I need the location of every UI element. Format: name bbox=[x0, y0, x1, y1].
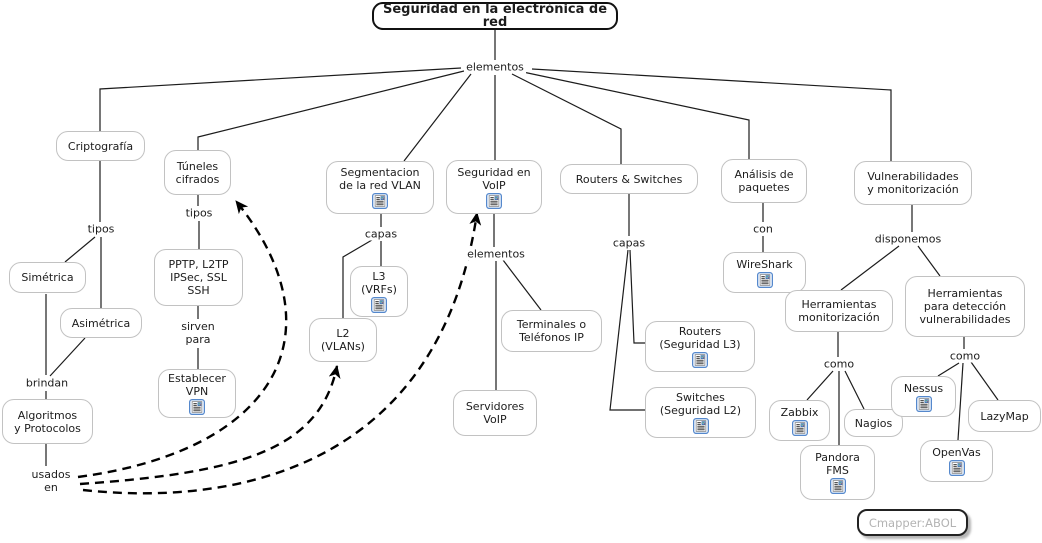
node-label: Nessus bbox=[903, 381, 944, 395]
node-zabbix[interactable]: Zabbix bbox=[769, 400, 830, 441]
node-openvas[interactable]: OpenVas bbox=[920, 440, 993, 482]
linking-phrase-usados-en[interactable]: usados en bbox=[29, 468, 73, 494]
node-label: Routers & Switches bbox=[575, 172, 683, 186]
node-establecer-vpn[interactable]: Establecer VPN bbox=[158, 369, 236, 418]
linking-phrase-capas-routers-switches[interactable]: capas bbox=[610, 236, 648, 250]
node-seguridad-en-voip[interactable]: Seguridad en VoIP bbox=[446, 160, 542, 214]
node-switches-seguridad-l2[interactable]: Switches (Seguridad L2) bbox=[645, 387, 756, 438]
node-pptp-l2tp-ipsec-ssl-ssh[interactable]: PPTP, L2TP IPSec, SSL SSH bbox=[154, 249, 243, 306]
node-servidores-voip[interactable]: Servidores VoIP bbox=[453, 390, 537, 436]
node-l2-vlans[interactable]: L2 (VLANs) bbox=[309, 318, 377, 362]
node-label: Asimétrica bbox=[71, 316, 131, 330]
linking-phrase-tipos-tuneles[interactable]: tipos bbox=[183, 206, 215, 220]
cmapper-watermark: Cmapper:ABOL bbox=[857, 509, 968, 536]
node-label: Seguridad en VoIP bbox=[457, 165, 531, 192]
node-label: Switches (Seguridad L2) bbox=[659, 391, 742, 417]
document-resource-icon[interactable] bbox=[693, 418, 709, 434]
node-label: Túneles cifrados bbox=[175, 159, 220, 186]
document-resource-icon[interactable] bbox=[692, 352, 708, 368]
node-simetrica[interactable]: Simétrica bbox=[9, 262, 86, 293]
cmapper-watermark-label: Cmapper:ABOL bbox=[868, 515, 957, 530]
node-label: Pandora FMS bbox=[815, 451, 860, 477]
node-terminales-telefonos-ip[interactable]: Terminales o Teléfonos IP bbox=[501, 310, 602, 352]
node-algoritmos-y-protocolos[interactable]: Algoritmos y Protocolos bbox=[2, 399, 93, 444]
arrow-usados-en-to-l2-vlans bbox=[79, 365, 341, 486]
node-herramientas-deteccion-vulnerabilidades[interactable]: Herramientas para detección vulnerabilid… bbox=[905, 276, 1025, 337]
linking-phrase-elementos-root[interactable]: elementos bbox=[464, 60, 526, 74]
node-routers-switches[interactable]: Routers & Switches bbox=[560, 164, 698, 194]
document-resource-icon[interactable] bbox=[371, 297, 387, 313]
node-analisis-de-paquetes[interactable]: Análisis de paquetes bbox=[721, 159, 807, 203]
node-routers-seguridad-l3[interactable]: Routers (Seguridad L3) bbox=[645, 321, 755, 372]
node-label: Algoritmos y Protocolos bbox=[14, 408, 81, 435]
node-vulnerabilidades-monitorizacion[interactable]: Vulnerabilidades y monitorización bbox=[854, 161, 972, 205]
node-l3-vrfs[interactable]: L3 (VRFs) bbox=[350, 266, 408, 317]
linking-phrase-como-deteccion[interactable]: como bbox=[947, 349, 983, 363]
node-label: Vulnerabilidades y monitorización bbox=[867, 170, 959, 196]
node-label: Herramientas para detección vulnerabilid… bbox=[919, 287, 1011, 326]
linking-phrase-tipos-criptografia[interactable]: tipos bbox=[85, 222, 117, 236]
document-resource-icon[interactable] bbox=[916, 396, 932, 412]
document-resource-icon[interactable] bbox=[189, 399, 205, 415]
linking-phrase-brindan[interactable]: brindan bbox=[23, 376, 71, 390]
document-resource-icon[interactable] bbox=[486, 193, 502, 209]
node-label: Nagios bbox=[854, 416, 893, 430]
node-lazymap[interactable]: LazyMap bbox=[968, 400, 1041, 432]
node-label: Zabbix bbox=[780, 405, 819, 419]
node-label: Herramientas monitorización bbox=[798, 298, 880, 324]
dashed-crosslink-arrows bbox=[77, 200, 482, 495]
node-nagios[interactable]: Nagios bbox=[844, 409, 903, 437]
node-asimetrica[interactable]: Asimétrica bbox=[60, 308, 142, 338]
arrow-usados-en-to-tuneles-cifrados bbox=[77, 200, 288, 479]
document-resource-icon[interactable] bbox=[830, 478, 846, 494]
node-root-title[interactable]: Seguridad en la electrónica de red bbox=[372, 2, 618, 30]
node-herramientas-monitorizacion[interactable]: Herramientas monitorización bbox=[785, 290, 893, 332]
linking-phrase-con[interactable]: con bbox=[751, 222, 775, 236]
node-label: WireShark bbox=[736, 257, 793, 271]
document-resource-icon[interactable] bbox=[757, 272, 773, 288]
linking-phrase-capas-vlan[interactable]: capas bbox=[362, 227, 400, 241]
node-label: LazyMap bbox=[980, 409, 1029, 423]
linking-phrase-sirven-para[interactable]: sirven para bbox=[179, 320, 217, 346]
node-label: Simétrica bbox=[21, 271, 74, 284]
node-label: Routers (Seguridad L3) bbox=[659, 325, 741, 351]
node-label: Criptografía bbox=[67, 139, 134, 153]
document-resource-icon[interactable] bbox=[372, 193, 388, 209]
node-wireshark[interactable]: WireShark bbox=[723, 252, 806, 293]
node-tuneles-cifrados[interactable]: Túneles cifrados bbox=[164, 150, 231, 195]
solid-connector-lines bbox=[45, 30, 999, 466]
document-resource-icon[interactable] bbox=[949, 460, 965, 476]
node-label: L2 (VLANs) bbox=[321, 327, 365, 353]
node-label: Terminales o Teléfonos IP bbox=[516, 318, 587, 344]
node-pandora-fms[interactable]: Pandora FMS bbox=[800, 445, 875, 500]
linking-phrase-disponemos[interactable]: disponemos bbox=[872, 232, 944, 246]
node-segmentacion-red-vlan[interactable]: Segmentacion de la red VLAN bbox=[326, 161, 434, 214]
document-resource-icon[interactable] bbox=[792, 420, 808, 436]
node-label: L3 (VRFs) bbox=[361, 270, 397, 296]
node-label: Análisis de paquetes bbox=[734, 168, 794, 194]
linking-phrase-como-monitorizacion[interactable]: como bbox=[821, 357, 857, 371]
node-label: Establecer VPN bbox=[168, 372, 226, 398]
node-nessus[interactable]: Nessus bbox=[891, 376, 956, 417]
root-title-label: Seguridad en la electrónica de red bbox=[382, 2, 608, 30]
node-label: Servidores VoIP bbox=[465, 400, 525, 426]
node-label: Segmentacion de la red VLAN bbox=[339, 166, 421, 192]
node-criptografia[interactable]: Criptografía bbox=[56, 131, 145, 161]
linking-phrase-elementos-voip[interactable]: elementos bbox=[465, 247, 527, 261]
arrow-usados-en-to-seguridad-voip bbox=[82, 212, 482, 495]
node-label: PPTP, L2TP IPSec, SSL SSH bbox=[168, 258, 229, 297]
node-label: OpenVas bbox=[932, 446, 981, 459]
